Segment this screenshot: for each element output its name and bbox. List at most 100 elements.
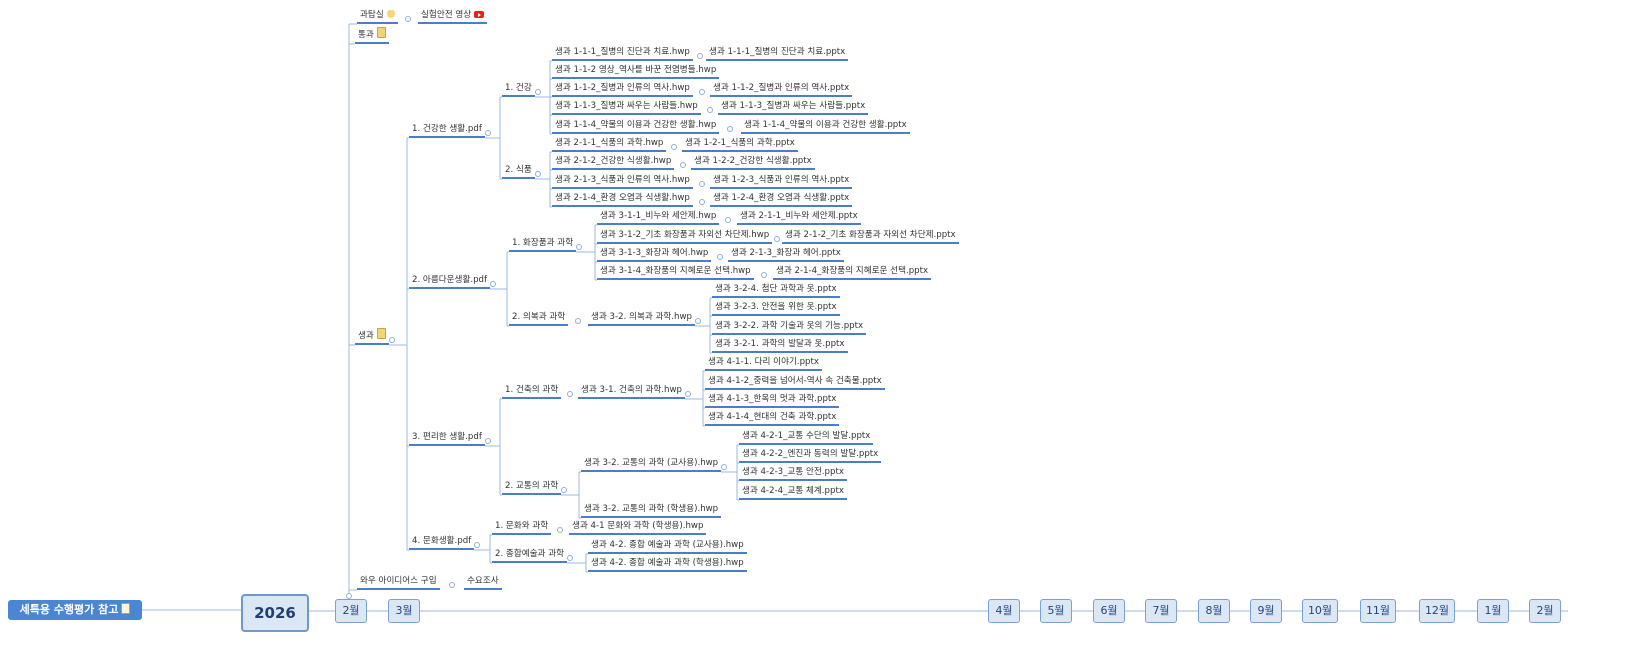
node-l124p[interactable]: 생과 1-2-4_환경 오염과 식생활.pptx xyxy=(710,192,853,207)
node-n1[interactable]: 1. 건강한 생활.pdf xyxy=(409,123,485,138)
collapse-toggle-icon[interactable] xyxy=(535,89,541,95)
node-l212h[interactable]: 생과 2-1-2_건강한 식생활.hwp xyxy=(552,155,675,170)
node-l121p[interactable]: 생과 1-2-1_식품의 과학.pptx xyxy=(682,137,798,152)
timeline-month[interactable]: 2월 xyxy=(1529,599,1561,623)
node-n2[interactable]: 2. 아름다운생활.pdf xyxy=(409,274,491,289)
node-l32s[interactable]: 생과 3-2. 교통의 과학 (학생용).hwp xyxy=(581,503,722,518)
collapse-toggle-icon[interactable] xyxy=(405,16,411,22)
node-l112p[interactable]: 생과 1-1-2_질병과 인류의 역사.pptx xyxy=(710,82,853,97)
collapse-toggle-icon[interactable] xyxy=(695,318,701,324)
node-l314h[interactable]: 생과 3-1-4_화장품의 지혜로운 선택.hwp xyxy=(597,265,754,280)
collapse-toggle-icon[interactable] xyxy=(760,272,767,278)
collapse-toggle-icon[interactable] xyxy=(721,464,727,470)
node-l413p[interactable]: 생과 4-1-3_한옥의 멋과 과학.pptx xyxy=(705,393,840,408)
timeline-month[interactable]: 4월 xyxy=(988,599,1020,623)
collapse-toggle-icon[interactable] xyxy=(576,244,582,250)
node-l31h[interactable]: 생과 3-1. 건축의 과학.hwp xyxy=(578,384,685,399)
timeline-year[interactable]: 2026 xyxy=(241,594,309,632)
node-l412p[interactable]: 생과 4-1-2_중력을 넘어서-역사 속 건축물.pptx xyxy=(705,375,885,390)
node-l112v[interactable]: 생과 1-1-2 영상_역사를 바꾼 전염병들.hwp xyxy=(552,64,720,79)
collapse-toggle-icon[interactable] xyxy=(485,130,491,136)
node-l211p[interactable]: 생과 2-1-1_비누와 세안제.pptx xyxy=(737,210,861,225)
node-l123p[interactable]: 생과 1-2-3_식품과 인류의 역사.pptx xyxy=(710,174,853,189)
timeline-month[interactable]: 7월 xyxy=(1145,599,1177,623)
collapse-toggle-icon[interactable] xyxy=(685,391,691,397)
node-l212p[interactable]: 생과 2-1-2_기초 화장품과 자외선 차단제.pptx xyxy=(782,229,959,244)
timeline-month[interactable]: 5월 xyxy=(1040,599,1072,623)
node-l114h[interactable]: 생과 1-1-4_약물의 이용과 건강한 생활.hwp xyxy=(552,119,720,134)
node-l424p[interactable]: 생과 4-2-4_교통 체계.pptx xyxy=(739,485,847,500)
node-l313h[interactable]: 생과 3-1-3_화장과 헤어.hwp xyxy=(597,247,712,262)
collapse-toggle-icon[interactable] xyxy=(727,126,733,132)
node-l41s[interactable]: 생과 4-1 문화와 과학 (학생용).hwp xyxy=(569,520,707,535)
timeline-month[interactable]: 10월 xyxy=(1302,599,1338,623)
node-n2a[interactable]: 1. 화장품과 과학 xyxy=(509,237,577,252)
node-l323p[interactable]: 생과 3-2-3. 안전을 위한 옷.pptx xyxy=(712,301,840,316)
collapse-toggle-icon[interactable] xyxy=(575,318,581,324)
collapse-toggle-icon[interactable] xyxy=(449,582,455,588)
node-l111p[interactable]: 생과 1-1-1_질병의 진단과 치료.pptx xyxy=(706,46,849,61)
node-l111h[interactable]: 생과 1-1-1_질병의 진단과 치료.hwp xyxy=(552,46,693,61)
node-saenggwa[interactable]: 생과 xyxy=(355,328,389,345)
collapse-toggle-icon[interactable] xyxy=(389,337,395,343)
collapse-toggle-icon[interactable] xyxy=(774,236,780,242)
node-n1b[interactable]: 2. 식품 xyxy=(502,164,535,179)
node-l42t[interactable]: 생과 4-2. 종합 예술과 과학 (교사용).hwp xyxy=(588,539,747,554)
collapse-toggle-icon[interactable] xyxy=(557,527,563,533)
node-l421p[interactable]: 생과 4-2-1_교통 수단의 발달.pptx xyxy=(739,430,874,445)
node-l114p[interactable]: 생과 1-1-4_약물의 이용과 건강한 생활.pptx xyxy=(741,119,910,134)
node-l32h[interactable]: 생과 3-2. 의복과 과학.hwp xyxy=(588,311,695,326)
node-tonggwa[interactable]: 통과 xyxy=(355,27,389,44)
node-l312h[interactable]: 생과 3-1-2_기초 화장품과 자외선 차단제.hwp xyxy=(597,229,773,244)
collapse-toggle-icon[interactable] xyxy=(535,171,541,177)
node-gwatamsil[interactable]: 과탐실 xyxy=(357,9,398,24)
node-n3a[interactable]: 1. 건축의 과학 xyxy=(502,384,562,399)
collapse-toggle-icon[interactable] xyxy=(346,593,352,599)
node-n4a[interactable]: 1. 문화와 과학 xyxy=(492,520,552,535)
collapse-toggle-icon[interactable] xyxy=(698,181,705,187)
node-l113p[interactable]: 생과 1-1-3_질병과 싸우는 사람들.pptx xyxy=(718,100,869,115)
collapse-toggle-icon[interactable] xyxy=(679,162,686,168)
node-l423p[interactable]: 생과 4-2-3_교통 안전.pptx xyxy=(739,466,847,481)
node-n4[interactable]: 4. 문화생활.pdf xyxy=(409,535,475,550)
root-topic[interactable]: 세특용 수행평가 참고 xyxy=(8,600,142,620)
collapse-toggle-icon[interactable] xyxy=(566,391,573,397)
node-n2b[interactable]: 2. 의복과 과학 xyxy=(509,311,569,326)
node-l311h[interactable]: 생과 3-1-1_비누와 세안제.hwp xyxy=(597,210,720,225)
collapse-toggle-icon[interactable] xyxy=(671,144,677,150)
node-l214p[interactable]: 생과 2-1-4_화장품의 지혜로운 선택.pptx xyxy=(773,265,932,280)
node-l321p[interactable]: 생과 3-2-1. 과학의 발달과 옷.pptx xyxy=(712,338,848,353)
node-n4b[interactable]: 2. 종합예술과 과학 xyxy=(492,548,568,563)
node-l32t[interactable]: 생과 3-2. 교통의 과학 (교사용).hwp xyxy=(581,457,722,472)
node-l112h[interactable]: 생과 1-1-2_질병과 인류의 역사.hwp xyxy=(552,82,693,97)
timeline-month[interactable]: 1월 xyxy=(1477,599,1509,623)
collapse-toggle-icon[interactable] xyxy=(725,217,731,223)
collapse-toggle-icon[interactable] xyxy=(698,199,705,205)
timeline-month[interactable]: 12월 xyxy=(1419,599,1455,623)
node-l414p[interactable]: 생과 4-1-4_현대의 건축 과학.pptx xyxy=(705,411,840,426)
collapse-toggle-icon[interactable] xyxy=(485,438,491,444)
node-l122p[interactable]: 생과 1-2-2_건강한 식생활.pptx xyxy=(691,155,815,170)
node-silheom[interactable]: 실험안전 영상 xyxy=(418,9,488,24)
node-l42s[interactable]: 생과 4-2. 종합 예술과 과학 (학생용).hwp xyxy=(588,557,747,572)
node-n3[interactable]: 3. 편리한 생활.pdf xyxy=(409,431,485,446)
node-l411p[interactable]: 생과 4-1-1. 다리 이야기.pptx xyxy=(705,356,822,371)
node-l324p[interactable]: 생과 3-2-4. 첨단 과학과 옷.pptx xyxy=(712,283,840,298)
node-wow[interactable]: 와우 아이디어스 구입 xyxy=(357,575,440,590)
collapse-toggle-icon[interactable] xyxy=(567,555,573,561)
timeline-month[interactable]: 6월 xyxy=(1093,599,1125,623)
node-l213h[interactable]: 생과 2-1-3_식품과 인류의 역사.hwp xyxy=(552,174,693,189)
collapse-toggle-icon[interactable] xyxy=(706,107,713,113)
timeline-month[interactable]: 3월 xyxy=(388,599,420,623)
node-l213p[interactable]: 생과 2-1-3_화장과 헤어.pptx xyxy=(728,247,844,262)
collapse-toggle-icon[interactable] xyxy=(490,281,496,287)
timeline-month[interactable]: 11월 xyxy=(1360,599,1396,623)
timeline-month[interactable]: 9월 xyxy=(1250,599,1282,623)
node-l211h[interactable]: 생과 2-1-1_식품의 과학.hwp xyxy=(552,137,667,152)
node-n3b[interactable]: 2. 교통의 과학 xyxy=(502,480,562,495)
collapse-toggle-icon[interactable] xyxy=(561,487,567,493)
node-l214h[interactable]: 생과 2-1-4_환경 오염과 식생활.hwp xyxy=(552,192,693,207)
collapse-toggle-icon[interactable] xyxy=(716,254,723,260)
collapse-toggle-icon[interactable] xyxy=(698,89,705,95)
collapse-toggle-icon[interactable] xyxy=(474,542,480,548)
